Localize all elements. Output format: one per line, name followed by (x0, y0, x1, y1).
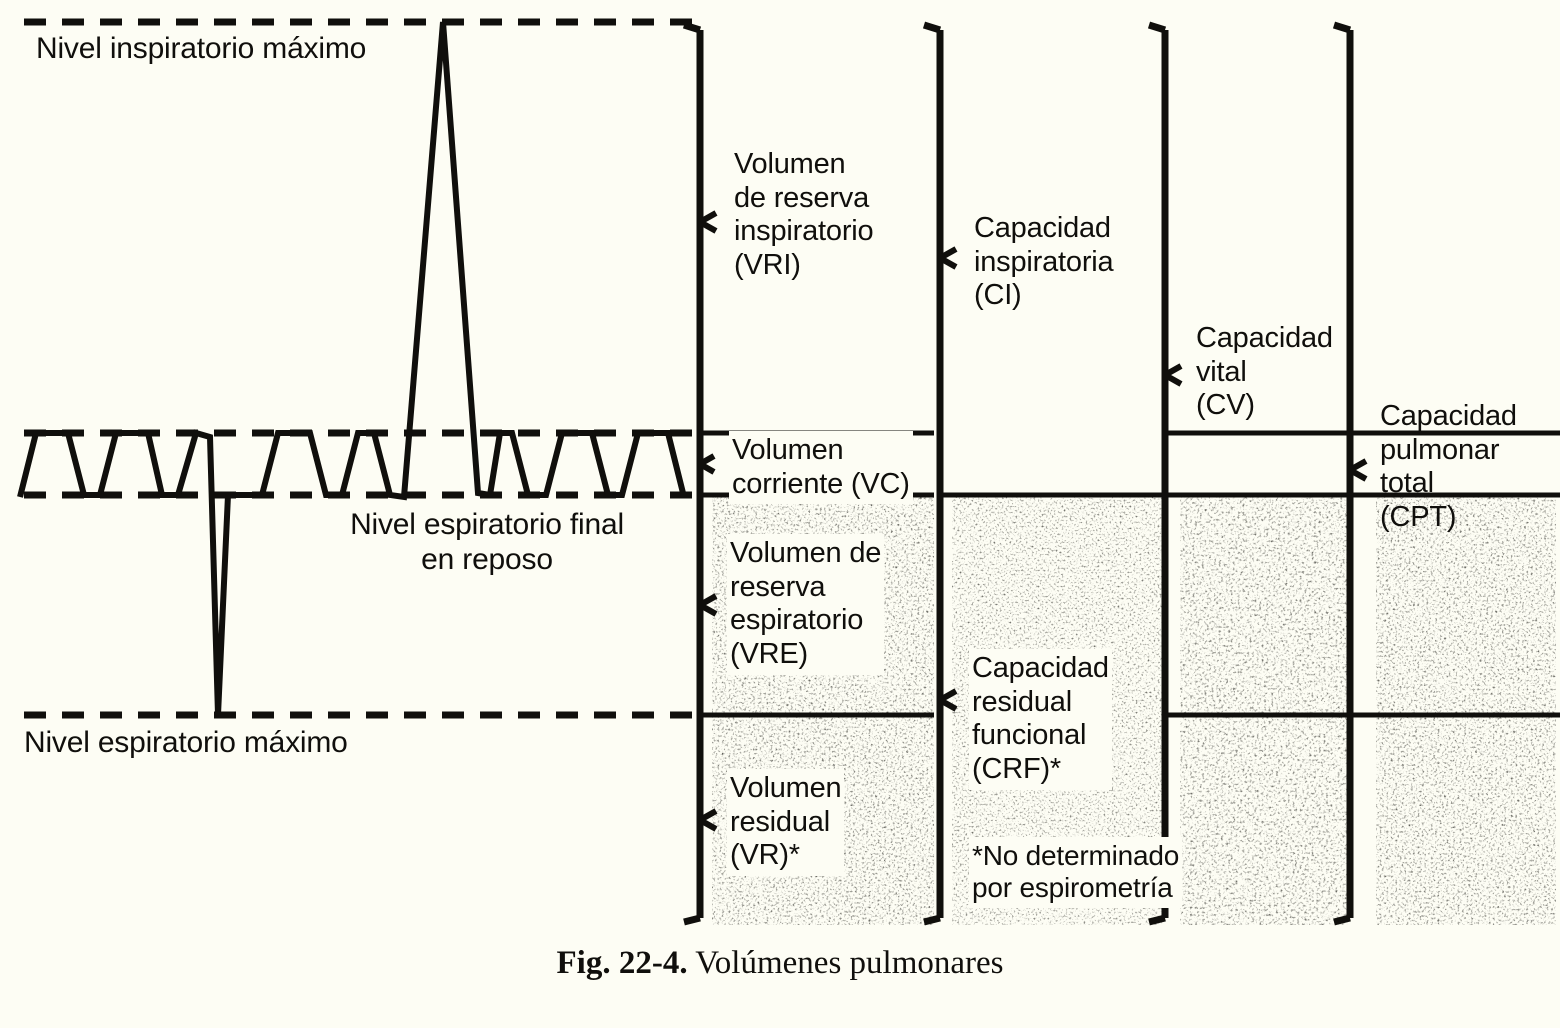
figure-caption-number: Fig. 22-4. (556, 945, 688, 981)
label-maximal-inspiratory-level: Nivel inspiratorio máximo (36, 32, 367, 65)
figure-caption-title: Volúmenes pulmonares (695, 945, 1004, 981)
label-vc: Volumen corriente (VC) (732, 434, 910, 502)
label-ci: Capacidad inspiratoria (CI) (974, 212, 1114, 312)
bracket-column-capacities-3 (1332, 21, 1560, 926)
figure-caption: Fig. 22-4. Volúmenes pulmonares (0, 945, 1560, 982)
label-vr: Volumen residual (VR)* (730, 772, 842, 873)
label-vre: Volumen de reserva espiratorio (VRE) (730, 537, 882, 672)
label-footnote: *No determinado por espirometría (972, 840, 1180, 905)
reference-levels (24, 18, 700, 719)
label-cpt: Capacidad pulmonar total (CPT) (1380, 400, 1517, 533)
label-crf: Capacidad residual funcional (CRF)* (972, 652, 1109, 787)
label-maximal-expiratory-level: Nivel espiratorio máximo (24, 726, 348, 759)
label-cv: Capacidad vital (CV) (1196, 322, 1333, 422)
spirogram-trace (17, 21, 687, 716)
bracket-column-capacities-1 (922, 21, 1162, 926)
label-vri: Volumen de reserva inspiratorio (VRI) (734, 148, 874, 281)
label-resting-end-expiratory-level: Nivel espiratorio final en reposo (350, 508, 624, 576)
bracket-column-capacities-2 (1147, 21, 1348, 926)
